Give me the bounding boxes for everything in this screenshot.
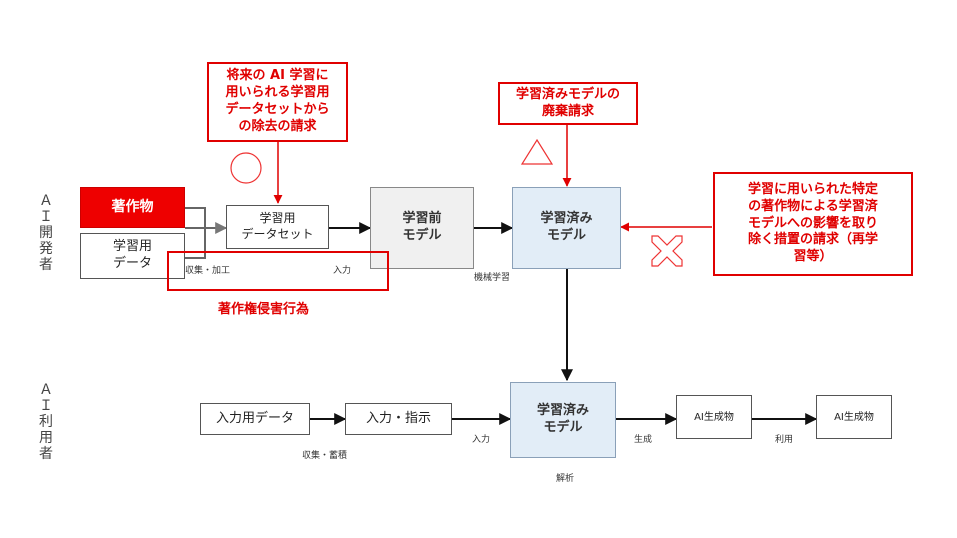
side-char: Ａ bbox=[39, 382, 53, 398]
ai-developer-label: Ａ Ｉ 開 発 者 bbox=[36, 193, 56, 273]
dataset-removal-callout: 将来の AI 学習に 用いられる学習用 データセットから の除去の請求 bbox=[207, 62, 348, 142]
user-trained-model-box: 学習済み モデル bbox=[510, 382, 616, 458]
machine-learning-label: 機械学習 bbox=[474, 273, 511, 283]
model-disposal-callout: 学習済みモデルの 廃棄請求 bbox=[498, 82, 638, 125]
input-instruction-box: 入力・指示 bbox=[345, 403, 452, 435]
side-char: 者 bbox=[39, 446, 53, 463]
side-char: 開 bbox=[39, 225, 53, 242]
merge-line bbox=[185, 207, 206, 229]
collect-store-label: 収集・蓄積 bbox=[302, 451, 348, 461]
user-input-label: 入力 bbox=[472, 435, 491, 445]
trained-model-box: 学習済み モデル bbox=[512, 187, 621, 269]
ai-output-box: AI生成物 bbox=[676, 395, 752, 439]
side-char: Ｉ bbox=[39, 209, 53, 226]
side-char: 利 bbox=[39, 414, 53, 431]
side-char: 者 bbox=[39, 257, 53, 274]
dataset-box: 学習用 データセット bbox=[226, 205, 329, 249]
infringement-label: 著作権侵害行為 bbox=[218, 302, 310, 317]
use-label: 利用 bbox=[775, 435, 794, 445]
generate-label: 生成 bbox=[634, 435, 653, 445]
collect-process-label: 収集・加工 bbox=[185, 266, 231, 276]
side-char: 用 bbox=[39, 430, 53, 447]
input-label: 入力 bbox=[333, 266, 352, 276]
ai-output-final-box: AI生成物 bbox=[816, 395, 892, 439]
circle-mark bbox=[230, 152, 262, 184]
copyrighted-work-box: 著作物 bbox=[80, 187, 185, 228]
side-char: Ｉ bbox=[39, 398, 53, 415]
remove-influence-callout: 学習に用いられた特定 の著作物による学習済 モデルへの影響を取り 除く措置の請求… bbox=[713, 172, 913, 276]
merge-line-lower bbox=[185, 228, 206, 259]
cross-mark bbox=[651, 235, 683, 267]
side-char: Ａ bbox=[39, 193, 53, 209]
infringement-frame bbox=[167, 251, 389, 291]
triangle-mark bbox=[520, 138, 554, 165]
input-data-box: 入力用データ bbox=[200, 403, 310, 435]
analysis-label: 解析 bbox=[556, 474, 575, 484]
ai-user-label: Ａ Ｉ 利 用 者 bbox=[36, 382, 56, 462]
side-char: 発 bbox=[39, 241, 53, 258]
